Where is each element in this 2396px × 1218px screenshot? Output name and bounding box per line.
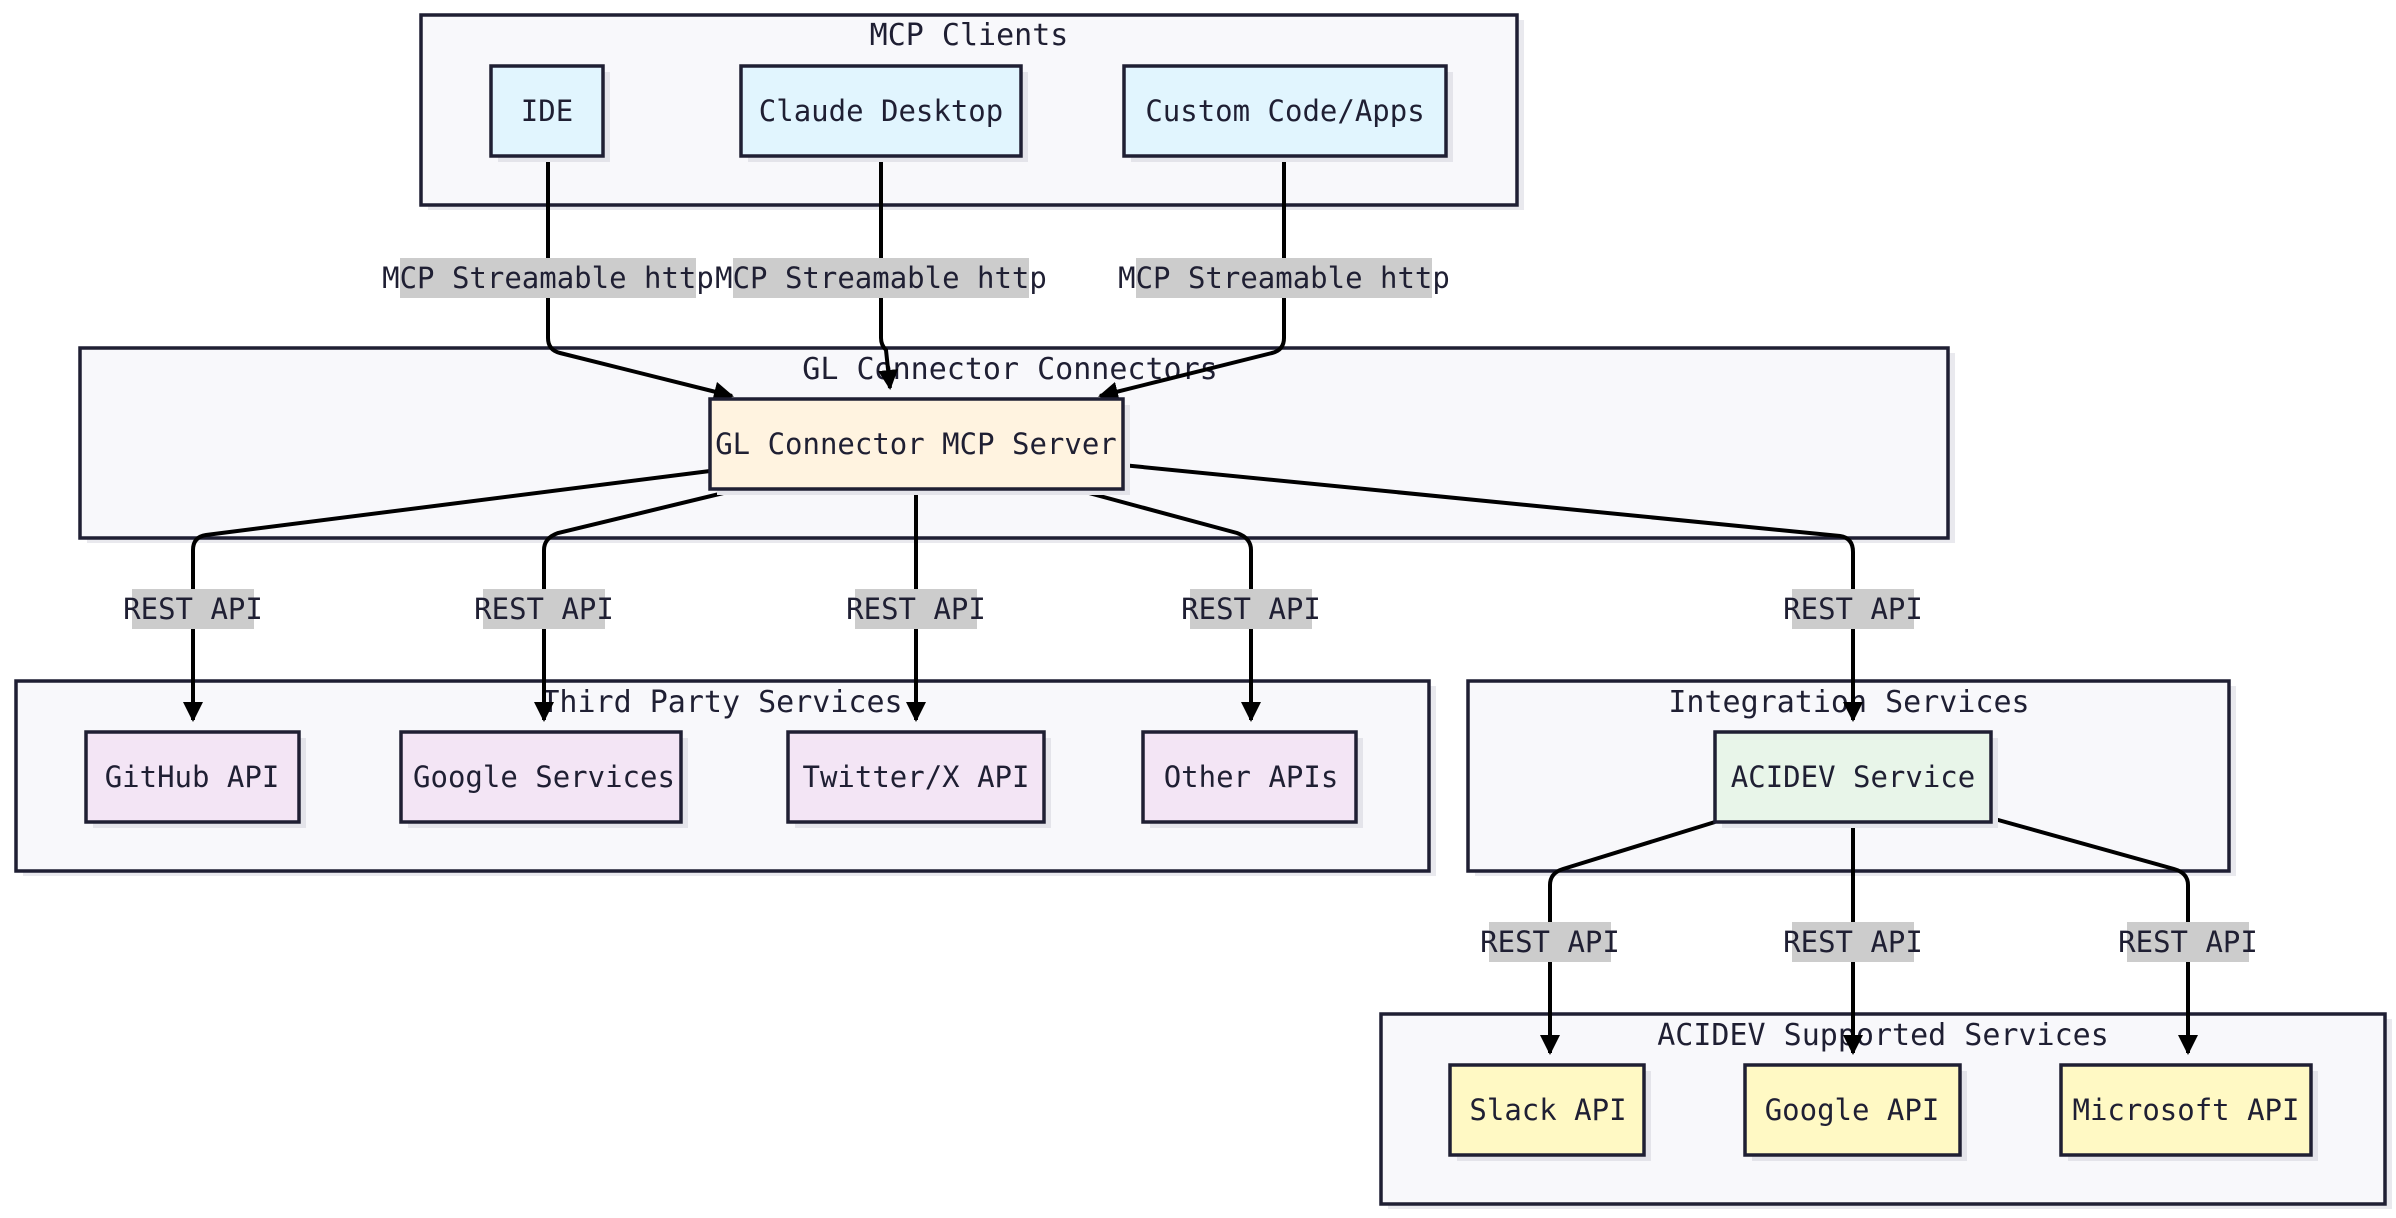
node-label-github-api: GitHub API	[105, 760, 280, 794]
edge-acidev-to-slack	[1540, 820, 1716, 1055]
node-google-api: Google API	[1743, 1063, 1967, 1161]
node-label-other-apis: Other APIs	[1164, 760, 1339, 794]
node-gl-connector-mcp-server: GL Connector MCP Server	[708, 397, 1130, 495]
node-github-api: GitHub API	[84, 730, 306, 828]
node-label-slack-api: Slack API	[1469, 1093, 1626, 1127]
edge-server-to-other	[1073, 487, 1261, 722]
node-custom-code-apps: Custom Code/Apps	[1122, 64, 1453, 162]
node-label-acidev-service: ACIDEV Service	[1731, 760, 1975, 794]
cluster-title-gl-connector: GL Connector Connectors	[802, 352, 1217, 387]
edge-server-to-github	[183, 469, 711, 722]
node-label-ide: IDE	[521, 94, 573, 128]
edge-label-server-to-google-services: REST API	[474, 592, 614, 626]
cluster-title-mcp-clients: MCP Clients	[870, 18, 1069, 53]
node-label-custom-code-apps: Custom Code/Apps	[1145, 94, 1424, 128]
cluster-title-third-party: Third Party Services	[541, 685, 902, 720]
edge-acidev-to-microsoft	[1990, 816, 2198, 1055]
edge-label-server-to-other: REST API	[1181, 592, 1321, 626]
edge-label-server-to-github: REST API	[123, 592, 263, 626]
edge-ide-to-server	[546, 156, 734, 402]
node-label-twitter-x-api: Twitter/X API	[803, 760, 1030, 794]
edge-claude-to-server	[878, 156, 899, 390]
edge-label-server-to-twitter: REST API	[846, 592, 986, 626]
edge-label-acidev-to-slack: REST API	[1480, 925, 1620, 959]
node-twitter-x-api: Twitter/X API	[786, 730, 1051, 828]
edge-label-acidev-to-microsoft: REST API	[2118, 925, 2258, 959]
edge-label-ide-to-server: MCP Streamable http	[382, 261, 714, 295]
node-label-claude-desktop: Claude Desktop	[759, 94, 1003, 128]
node-google-services: Google Services	[399, 730, 688, 828]
node-label-microsoft-api: Microsoft API	[2073, 1093, 2300, 1127]
node-label-google-api: Google API	[1765, 1093, 1940, 1127]
node-label-google-services: Google Services	[413, 760, 675, 794]
edge-custom-to-server	[1098, 156, 1286, 402]
node-other-apis: Other APIs	[1141, 730, 1363, 828]
node-label-mcp-server: GL Connector MCP Server	[715, 427, 1117, 461]
node-slack-api: Slack API	[1448, 1063, 1651, 1161]
edge-label-custom-to-server: MCP Streamable http	[1118, 261, 1450, 295]
edge-label-server-to-acidev: REST API	[1783, 592, 1923, 626]
node-microsoft-api: Microsoft API	[2059, 1063, 2318, 1161]
cluster-title-integration: Integration Services	[1668, 685, 2029, 720]
edge-label-acidev-to-google-api: REST API	[1783, 925, 1923, 959]
edge-label-claude-to-server: MCP Streamable http	[715, 261, 1047, 295]
node-claude-desktop: Claude Desktop	[739, 64, 1028, 162]
edge-server-to-acidev	[1121, 463, 1863, 722]
node-ide: IDE	[489, 64, 610, 162]
cluster-title-acidev-supported: ACIDEV Supported Services	[1657, 1018, 2109, 1053]
edge-server-to-google-services	[534, 487, 741, 722]
edge-labels: MCP Streamable http MCP Streamable http …	[123, 258, 2258, 962]
node-acidev-service: ACIDEV Service	[1713, 730, 1998, 828]
